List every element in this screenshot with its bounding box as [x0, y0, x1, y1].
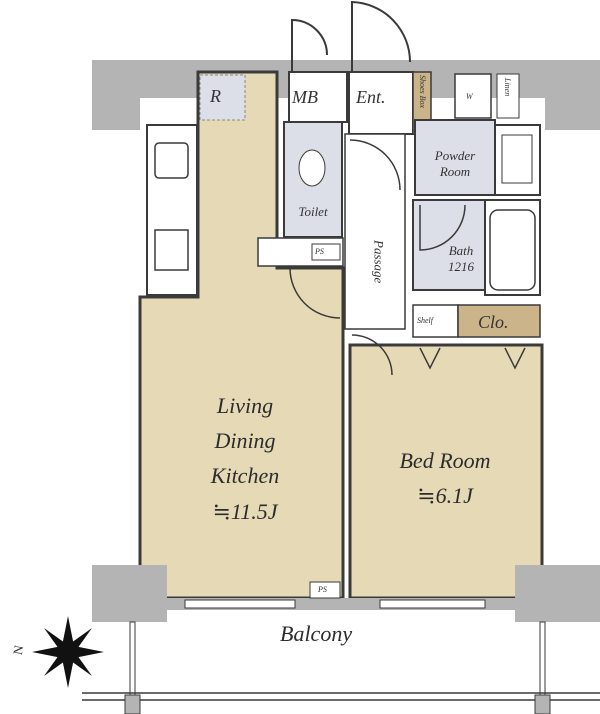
closet	[457, 304, 541, 338]
washer-space	[454, 73, 492, 119]
bedroom-label: Bed Room ≒6.1J	[370, 443, 520, 513]
shoes-box-label: Shoes Box	[418, 75, 427, 109]
meter-box-label: MB	[292, 87, 318, 107]
linen-label: Linen	[503, 78, 512, 97]
toilet-icon	[298, 149, 326, 187]
toilet-label: Toilet	[298, 204, 328, 219]
ps-upper-label: PS	[315, 247, 324, 256]
bedroom-line1: Bed Room	[399, 448, 491, 473]
exterior-wall-left	[92, 60, 140, 130]
ldk-line1: Living	[216, 393, 274, 418]
ldk-line3: Kitchen	[210, 463, 280, 489]
refrigerator-space	[199, 74, 246, 121]
bedroom-area: ≒6.1J	[417, 483, 473, 509]
powder-room-line1: Powder	[434, 148, 476, 163]
bedroom-floor	[348, 343, 544, 600]
closet-label: Clo.	[478, 312, 509, 332]
shelf-label: Shelf	[417, 316, 433, 325]
refrigerator-label: R	[210, 86, 221, 106]
bath-line2: 1216	[448, 259, 474, 275]
ldk-line2: Dining	[214, 428, 276, 454]
ps-lower-label: PS	[318, 585, 327, 594]
stove-icon	[154, 229, 189, 271]
sink-icon	[154, 142, 189, 179]
exterior-wall-right	[545, 60, 600, 130]
bath-room	[412, 199, 486, 291]
passage-label: Passage	[371, 240, 387, 284]
compass-icon	[32, 616, 104, 688]
powder-room-line2: Room	[439, 164, 471, 180]
passage-floor	[344, 133, 406, 330]
ldk-area: ≒11.5J	[212, 498, 278, 524]
ldk-label: Living Dining Kitchen ≒11.5J	[170, 388, 320, 529]
bath-line1: Bath	[448, 243, 474, 258]
balcony-label: Balcony	[280, 621, 353, 646]
bathtub-icon	[489, 209, 536, 291]
powder-room	[414, 119, 496, 196]
washer-label: W	[466, 92, 473, 101]
entrance-label: Ent.	[356, 87, 386, 107]
